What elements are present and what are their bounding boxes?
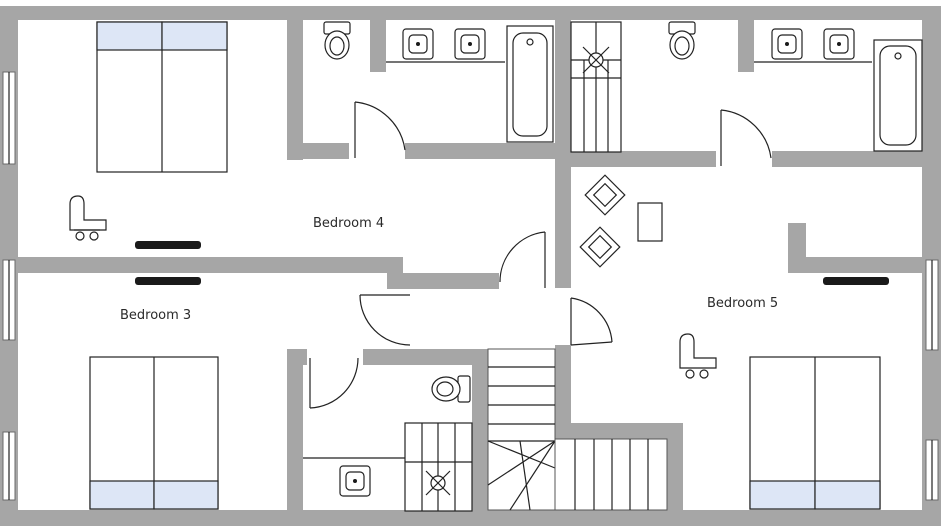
wash-basin-icon <box>454 28 486 60</box>
door-swing-icon <box>354 101 406 158</box>
wash-basin-icon <box>402 28 434 60</box>
double-bed-icon <box>89 356 219 510</box>
side-table-icon <box>637 202 663 242</box>
wall-stair-right-top <box>555 423 683 439</box>
staircase-icon <box>487 348 556 511</box>
shower-icon <box>570 21 622 153</box>
wall-bath2-bottom-a <box>571 151 716 167</box>
outer-wall-bottom <box>0 510 941 526</box>
door-swing-icon <box>359 294 411 346</box>
room-label-bedroom-3: Bedroom 3 <box>120 308 191 323</box>
wall-stair-left <box>472 349 488 512</box>
double-bed-icon <box>749 356 881 510</box>
door-swing-icon <box>720 109 772 166</box>
wall-bed3-top <box>18 257 403 273</box>
wash-basin-icon <box>823 28 855 60</box>
wall-ensuite-top-a <box>287 349 307 365</box>
desk-chair-icon <box>69 195 107 241</box>
double-bed-icon <box>96 21 228 173</box>
shower-icon <box>404 422 473 512</box>
wall-bed5-recess-h <box>788 257 922 273</box>
radiator-icon <box>135 277 201 285</box>
toilet-icon <box>323 21 351 60</box>
armchair-icon <box>584 174 626 216</box>
wall-bath1-bottom-b <box>405 143 555 159</box>
room-label-bedroom-5: Bedroom 5 <box>707 296 778 311</box>
wash-basin-icon <box>771 28 803 60</box>
toilet-icon <box>668 21 696 60</box>
wall-central-vertical <box>555 18 571 288</box>
wall-bath1-bottom-a <box>287 143 349 159</box>
bathtub-icon <box>506 25 554 143</box>
radiator-icon <box>135 241 201 249</box>
wall-bath1-left <box>287 18 303 160</box>
door-swing-icon <box>309 357 359 409</box>
wash-basin-icon <box>339 465 371 497</box>
door-swing-icon <box>570 297 613 346</box>
wall-bed3-right <box>287 349 303 512</box>
room-label-bedroom-4: Bedroom 4 <box>313 216 384 231</box>
toilet-icon <box>431 375 471 403</box>
wall-bath1-stub <box>370 18 386 72</box>
wall-stair-right <box>667 423 683 512</box>
outer-wall-top <box>0 6 941 20</box>
wall-landing-top <box>387 273 499 289</box>
bathtub-icon <box>873 39 923 152</box>
windows <box>2 71 939 501</box>
armchair-icon <box>579 226 621 268</box>
wall-central-lower <box>555 345 571 430</box>
staircase-icon <box>554 438 668 511</box>
wall-bath2-stub <box>738 18 754 72</box>
door-swing-icon <box>499 231 546 288</box>
wall-ensuite-top-b <box>363 349 487 365</box>
radiator-icon <box>823 277 889 285</box>
wall-bath2-bottom-b <box>772 151 922 167</box>
desk-chair-icon <box>679 333 717 379</box>
